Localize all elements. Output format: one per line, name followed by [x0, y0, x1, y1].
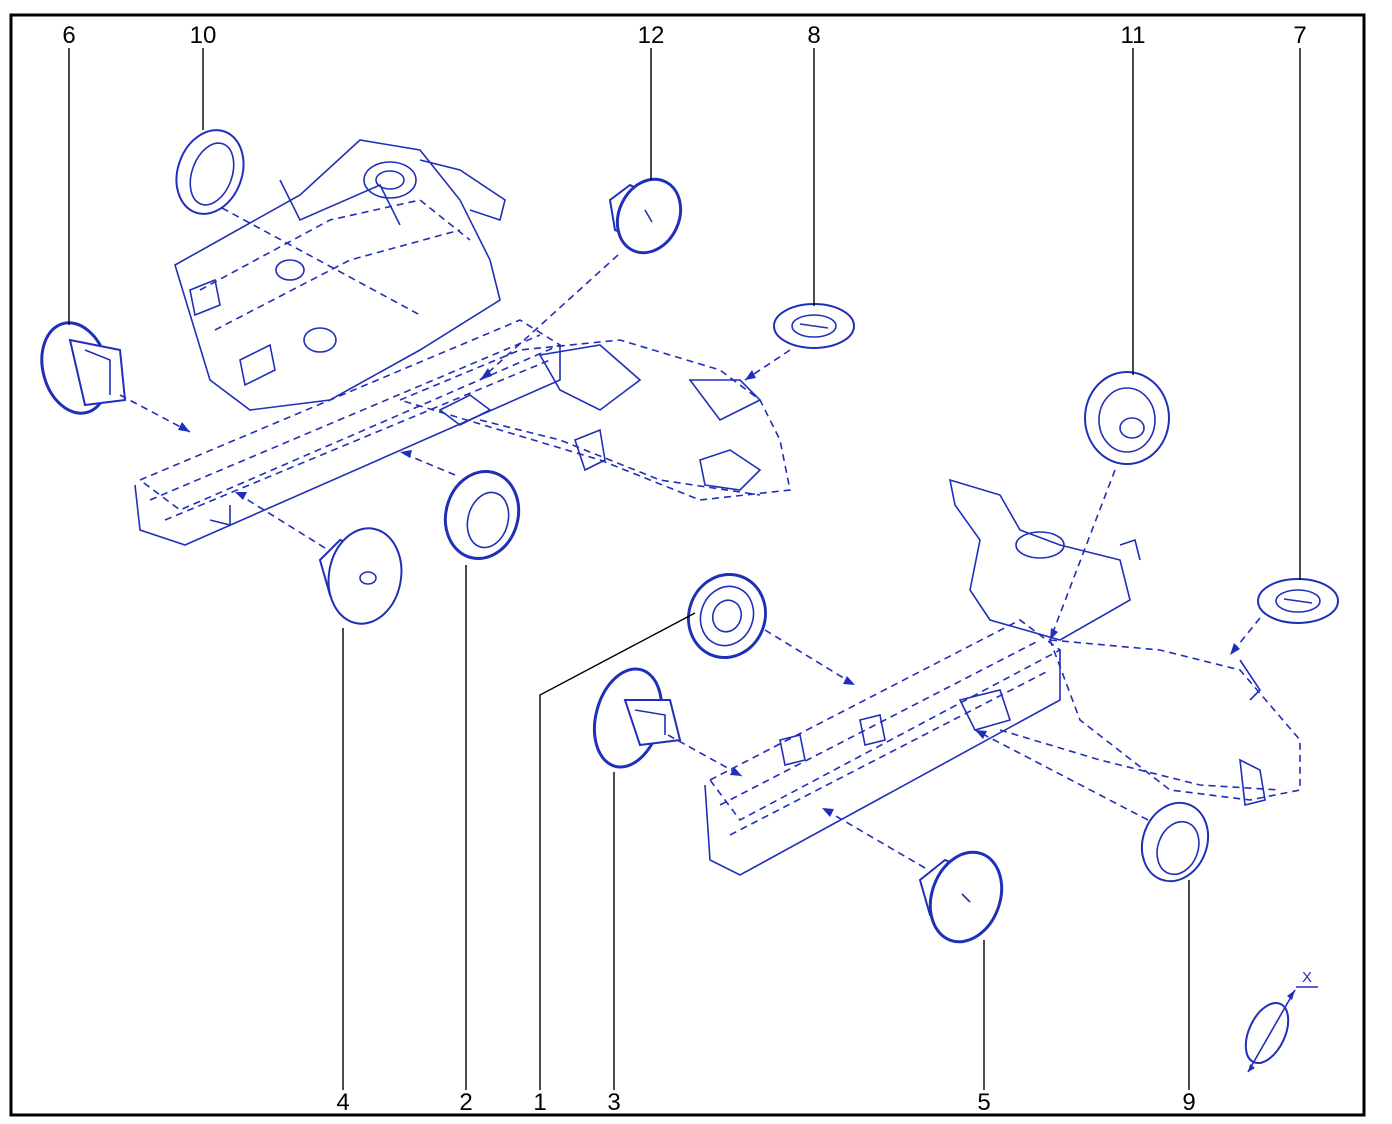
diagram-border: [9, 13, 1366, 1117]
part-1-seal: [687, 572, 767, 660]
callout-2: 2: [459, 1089, 472, 1116]
axis-label: X: [1302, 969, 1312, 986]
assembly-arrows: [119, 207, 1261, 869]
part-12-plug: [608, 177, 683, 255]
callout-12: 12: [638, 22, 665, 49]
callout-11: 11: [1121, 22, 1146, 49]
part-10-grommet: [175, 129, 245, 215]
part-8-cap: [773, 303, 855, 349]
part-11-disc: [1084, 371, 1170, 465]
part-3-boot: [592, 667, 682, 769]
callout-3: 3: [607, 1089, 620, 1116]
callout-8: 8: [807, 22, 820, 49]
front-frame-assembly: [134, 139, 791, 546]
part-5-plug: [918, 850, 1004, 944]
callout-1: 1: [533, 1089, 546, 1116]
part-2-ring: [443, 469, 521, 561]
leader-lines: [68, 48, 1301, 1090]
part-7-cap: [1257, 578, 1339, 624]
callout-7: 7: [1293, 22, 1306, 49]
part-4-plug: [318, 527, 403, 625]
axis-orientation-symbol: X: [1244, 969, 1318, 1073]
part-9-ring: [1140, 801, 1210, 883]
callout-labels: 6 10 12 8 11 7 4 2 1 3 5 9: [62, 22, 1306, 1116]
callout-4: 4: [336, 1089, 349, 1116]
callout-9: 9: [1182, 1089, 1195, 1116]
callout-10: 10: [190, 22, 217, 49]
rear-frame-assembly: [704, 478, 1301, 876]
part-6-boot: [40, 321, 127, 415]
callout-6: 6: [62, 22, 75, 49]
callout-5: 5: [977, 1089, 990, 1116]
